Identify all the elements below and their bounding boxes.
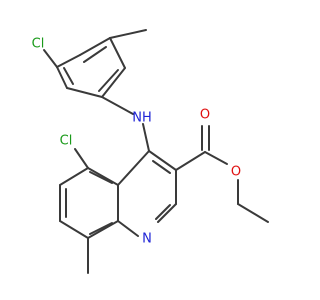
bond	[157, 203, 177, 223]
double-bond-inner	[152, 160, 171, 174]
bond	[87, 167, 119, 186]
bond	[59, 220, 89, 239]
double-bond-inner	[89, 222, 113, 235]
ring-nitrogen-label: N	[142, 232, 152, 247]
bond	[109, 37, 126, 69]
bond	[66, 87, 103, 98]
n-c-bond	[142, 123, 150, 152]
chlorine-label: Cl	[32, 37, 45, 52]
c-o-bond	[204, 151, 228, 165]
ester-oxygen-label: O	[231, 165, 241, 180]
molecule-drawing: Cl Cl NH O O N	[32, 29, 269, 274]
carbonyl-oxygen-label: O	[200, 108, 210, 123]
amine-nh-label: NH	[132, 111, 152, 126]
structure-canvas: Cl Cl NH O O N	[32, 29, 269, 274]
bond	[101, 67, 126, 98]
quinoline-core	[59, 148, 177, 274]
c-c-bond	[237, 203, 269, 223]
double-bond-inner	[98, 69, 119, 92]
aryl-ring	[43, 29, 147, 98]
bond	[79, 37, 111, 56]
double-bond-inner	[89, 171, 113, 184]
bond	[56, 54, 81, 68]
c-cl-bond	[43, 49, 58, 68]
bond	[148, 150, 177, 171]
double-bond-inner	[63, 67, 74, 85]
double-bond-inner	[83, 46, 107, 63]
c-n-bond	[101, 96, 134, 115]
methyl-bond	[109, 29, 147, 39]
double-bond-inner	[155, 204, 171, 220]
bond	[87, 220, 119, 239]
bond	[117, 220, 139, 237]
bond	[59, 167, 89, 186]
c-cl-bond	[74, 148, 89, 169]
bond	[117, 150, 150, 186]
ester-group	[175, 125, 269, 223]
bond	[56, 66, 68, 89]
chlorine-label: Cl	[60, 134, 73, 149]
c-c-bond	[175, 151, 206, 171]
